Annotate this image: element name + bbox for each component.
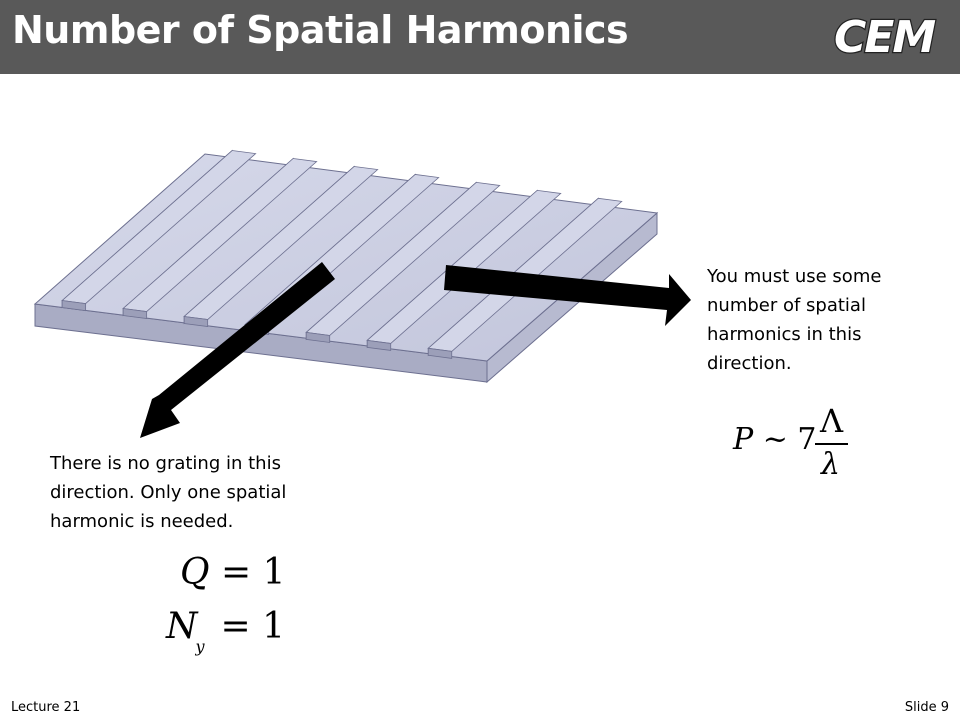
equation-p-denominator: λ: [821, 447, 841, 482]
title-bar: Number of Spatial Harmonics CEM: [0, 0, 960, 74]
equation-p-fraction-bar: [815, 443, 848, 445]
grating-ridge-front: [366, 339, 392, 351]
equation-p-numerator: Λ: [820, 402, 844, 440]
footer-slide-number: Slide 9: [904, 700, 949, 715]
cem-logo-text: CEM: [834, 12, 935, 60]
grating-ridge-front: [122, 308, 148, 320]
equation-q: Q = 1: [180, 552, 286, 593]
arrow-right-icon: [444, 265, 691, 326]
note-left: There is no grating in this direction. O…: [50, 453, 287, 532]
equation-p-lhs: P ~ 7: [733, 422, 817, 457]
equation-ny: Ny= 1: [166, 606, 286, 656]
footer-lecture: Lecture 21: [11, 700, 81, 715]
slide-title: Number of Spatial Harmonics: [12, 8, 629, 52]
grating-ridges: [61, 149, 623, 359]
grating-ridge-front: [183, 316, 209, 327]
cem-logo: CEM: [833, 11, 939, 60]
equation-p: P ~ 7 Λ λ: [733, 402, 863, 485]
grating-ridge-front: [427, 347, 453, 359]
grating-ridge-front: [305, 331, 331, 343]
note-right: You must use some number of spatial harm…: [707, 266, 882, 374]
arrow-down-left-icon: [140, 262, 335, 438]
grating-ridge-front: [61, 300, 87, 312]
